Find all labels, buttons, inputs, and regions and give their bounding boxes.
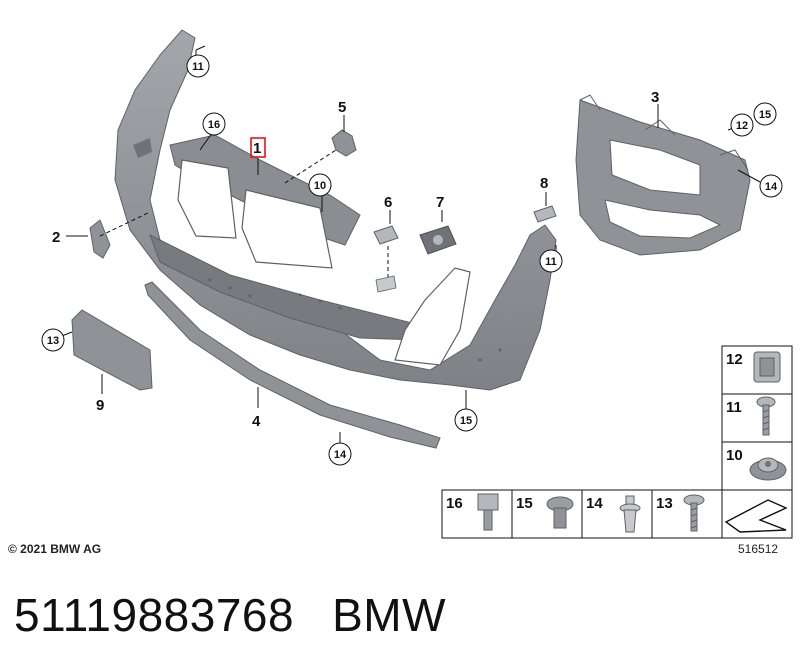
parts-diagram: 5 3 8 6 7 2 9 4 1 11 16 10 11 13 14 15 1… — [41, 29, 793, 539]
callout-10: 10 — [314, 180, 326, 192]
callout-15a: 15 — [460, 415, 472, 427]
circle-callout-11b: 11 — [539, 249, 563, 273]
circle-callout-13: 13 — [41, 328, 65, 352]
callout-13: 13 — [47, 335, 59, 347]
push-rivet-icon — [619, 495, 641, 533]
callout-4: 4 — [252, 413, 261, 430]
table-label-15: 15 — [516, 495, 533, 512]
table-cell-15: 15 — [516, 495, 574, 529]
table-cell-13: 13 — [656, 494, 705, 532]
callout-8: 8 — [540, 175, 548, 192]
table-cell-10: 10 — [726, 447, 787, 481]
callout-1: 1 — [253, 140, 261, 157]
callout-14a: 14 — [334, 449, 347, 461]
part-3-carrier — [575, 94, 761, 256]
part-4-spoiler — [144, 281, 441, 449]
clip-nut-icon — [753, 351, 781, 383]
circle-callout-11a: 11 — [186, 54, 210, 78]
parts-table-bottom — [441, 489, 793, 539]
callout-15b: 15 — [759, 109, 771, 121]
table-label-10: 10 — [726, 447, 743, 464]
table-cell-11: 11 — [726, 396, 776, 436]
part-2-cover — [66, 211, 151, 259]
table-cell-12: 12 — [726, 351, 781, 383]
callout-2: 2 — [52, 229, 60, 246]
clip-icon — [477, 493, 499, 531]
table-label-11: 11 — [726, 399, 742, 416]
brand-name: BMW — [332, 589, 447, 641]
callout-7: 7 — [436, 194, 444, 211]
screw-icon-13 — [683, 494, 705, 532]
copyright-text: © 2021 BMW AG — [8, 542, 102, 556]
table-cell-arrow — [724, 499, 788, 533]
table-label-13: 13 — [656, 495, 673, 512]
table-cell-14: 14 — [586, 495, 641, 533]
callout-9: 9 — [96, 397, 104, 414]
part-9-plate-holder — [71, 309, 153, 394]
circle-callout-15a: 15 — [454, 408, 478, 432]
table-label-14: 14 — [586, 495, 603, 512]
callout-6: 6 — [384, 194, 392, 211]
callout-12: 12 — [736, 120, 748, 132]
screw-icon — [756, 396, 776, 436]
table-label-12: 12 — [726, 351, 743, 368]
diagram-code: 516512 — [738, 542, 779, 556]
expansion-nut-icon — [546, 496, 574, 529]
circle-callout-16: 16 — [202, 112, 226, 136]
part-7-tow-cover — [419, 210, 457, 255]
callout-11b: 11 — [545, 256, 557, 268]
table-label-16: 16 — [446, 495, 463, 512]
part-8-trim — [533, 192, 557, 223]
callout-3: 3 — [651, 89, 659, 106]
callout-1-highlight: 1 — [250, 137, 266, 158]
part-6-cap — [373, 210, 399, 293]
callout-16: 16 — [208, 119, 220, 131]
circle-callout-14b: 14 — [759, 174, 783, 198]
washer-nut-icon — [749, 457, 787, 481]
direction-arrow-icon — [724, 499, 788, 533]
callout-11a: 11 — [192, 61, 204, 73]
table-cell-16: 16 — [446, 493, 499, 531]
circle-callout-15b: 15 — [753, 102, 777, 126]
footer-caption: 51119883768 BMW — [14, 588, 484, 642]
bumper-cover — [114, 29, 557, 391]
part-number: 51119883768 — [14, 589, 295, 641]
callout-14b: 14 — [765, 181, 778, 193]
circle-callout-12: 12 — [730, 113, 754, 137]
part-5-bracket — [284, 115, 357, 184]
circle-callout-10: 10 — [308, 173, 332, 197]
circle-callout-14a: 14 — [328, 442, 352, 466]
callout-5: 5 — [338, 99, 346, 116]
